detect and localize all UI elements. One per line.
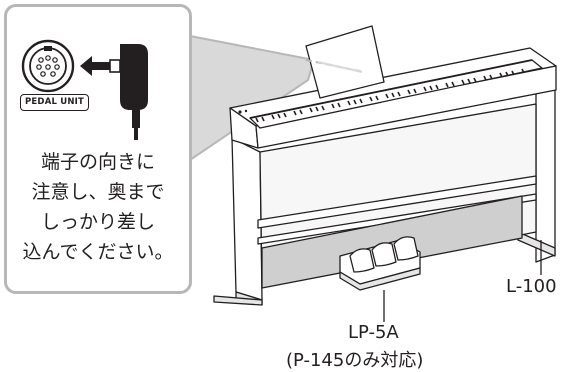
stand-l100: [213, 79, 556, 306]
insert-arrow-icon: [80, 56, 110, 76]
pedal-unit-port-label: PEDAL UNIT: [20, 94, 90, 111]
power-button-icon: [238, 110, 242, 114]
instruction-line: 注意し、奥まで: [31, 181, 165, 203]
stand-label: L-100: [506, 276, 557, 297]
pedal-right: [393, 236, 419, 261]
pedal-unit-lp5a: [339, 236, 421, 291]
music-rest: [305, 25, 385, 99]
instruction-text: 端子の向きに 注意し、奥まで しっかり差し 込んでください。: [6, 147, 190, 267]
instruction-line: 端子の向きに: [40, 151, 155, 173]
black-keys: [255, 68, 525, 123]
instruction-line: 込んでください。: [22, 241, 174, 263]
din-plug-icon: [109, 44, 148, 140]
instruction-line: しっかり差し: [40, 211, 155, 233]
din-socket-icon: [21, 39, 75, 93]
keyboard: [229, 47, 557, 149]
pedal-note: (P-145のみ対応): [286, 350, 424, 371]
pedal-center: [371, 242, 397, 267]
pedal-label: LP-5A: [348, 322, 399, 343]
pedal-left: [349, 248, 375, 273]
connector-illustration: [21, 39, 148, 140]
